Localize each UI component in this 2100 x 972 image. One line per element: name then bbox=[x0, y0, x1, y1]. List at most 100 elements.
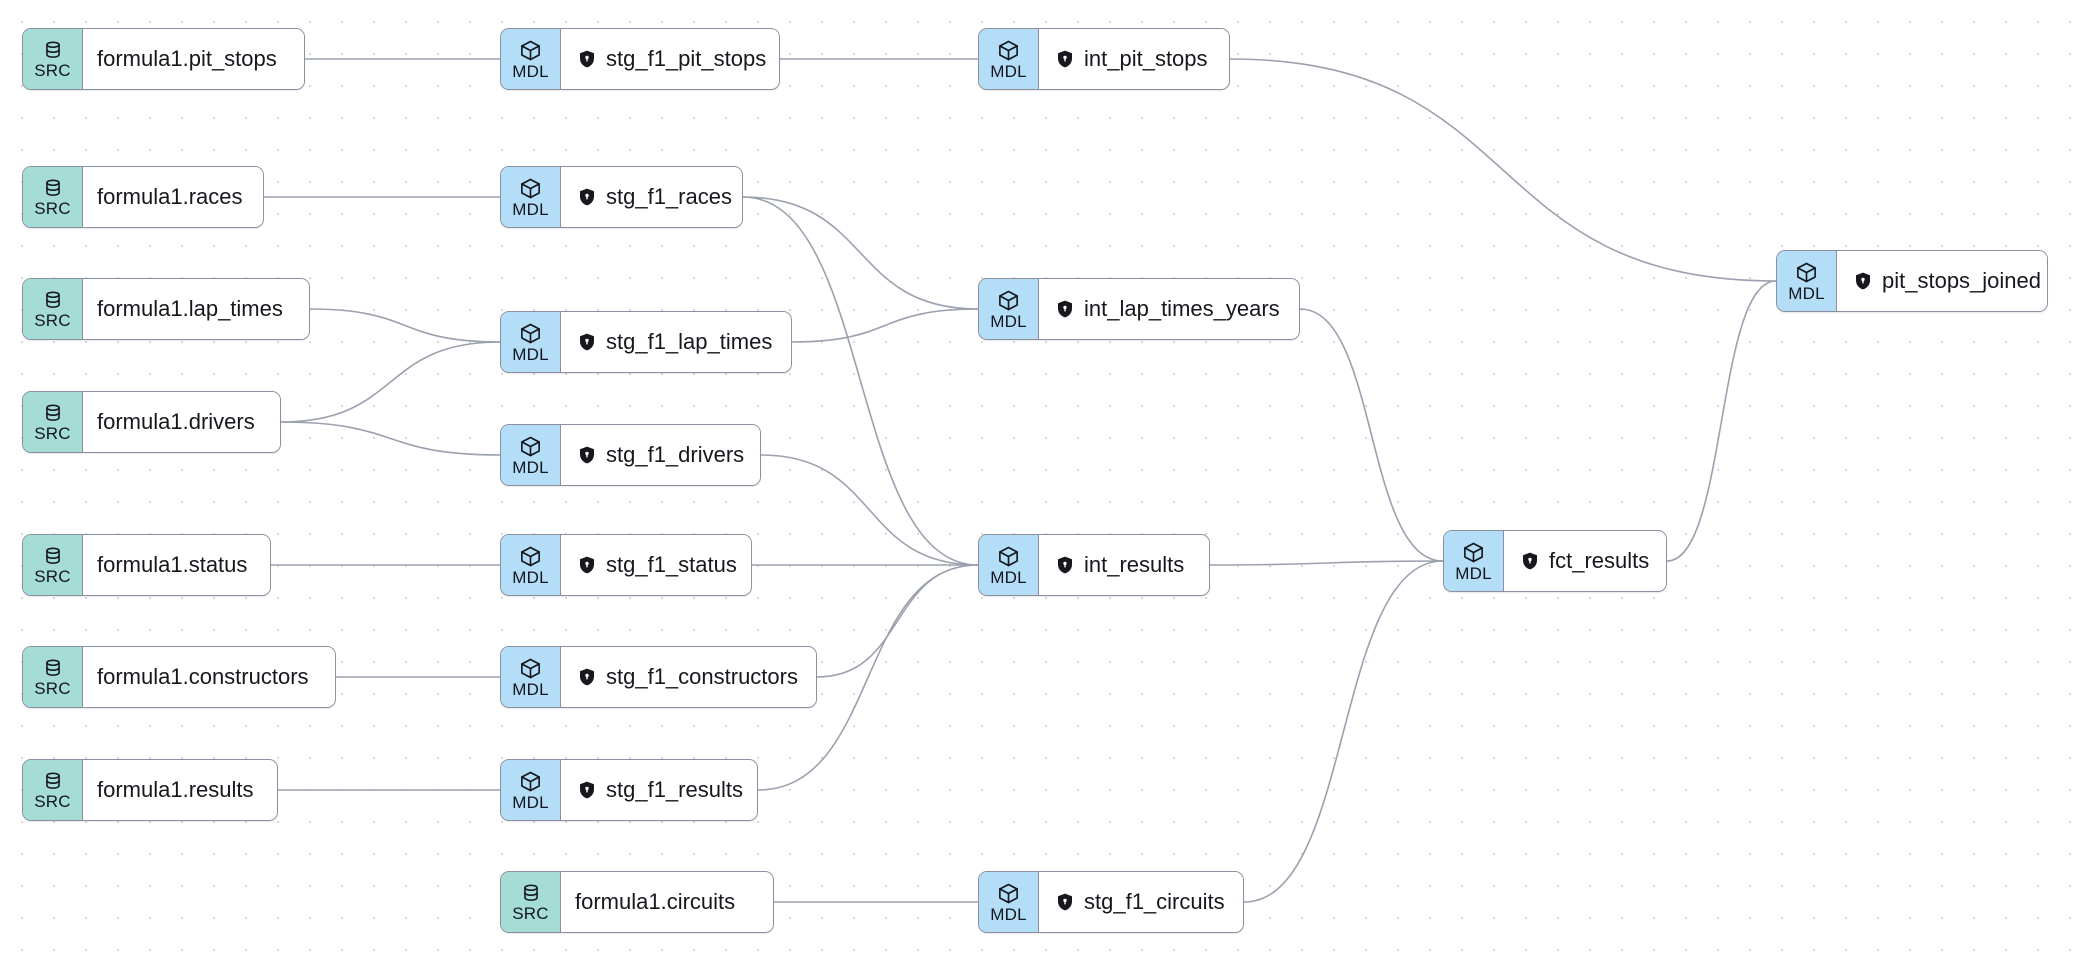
graph-node-src_pit_stops[interactable]: SRC formula1.pit_stops bbox=[22, 28, 305, 90]
badge-label: MDL bbox=[512, 567, 549, 587]
graph-node-src_results[interactable]: SRC formula1.results bbox=[22, 759, 278, 821]
graph-node-src_constructors[interactable]: SRC formula1.constructors bbox=[22, 646, 336, 708]
node-body: formula1.constructors bbox=[83, 647, 335, 707]
node-body: stg_f1_status bbox=[561, 535, 751, 595]
node-body: formula1.drivers bbox=[83, 392, 280, 452]
model-badge: MDL bbox=[501, 535, 561, 595]
shield-icon bbox=[1055, 555, 1075, 575]
edge-stg_circuits-to-fct_results bbox=[1243, 560, 1444, 903]
model-badge: MDL bbox=[501, 29, 561, 89]
badge-label: MDL bbox=[990, 567, 1027, 587]
badge-label: SRC bbox=[34, 61, 71, 80]
badge-label: MDL bbox=[990, 61, 1027, 81]
graph-node-src_drivers[interactable]: SRC formula1.drivers bbox=[22, 391, 281, 453]
graph-node-stg_status[interactable]: MDL stg_f1_status bbox=[500, 534, 752, 596]
graph-node-int_pit_stops[interactable]: MDL int_pit_stops bbox=[978, 28, 1230, 90]
edge-stg_lap_times-to-int_lap_times_years bbox=[791, 308, 979, 343]
cube-icon bbox=[997, 289, 1020, 312]
badge-label: SRC bbox=[34, 424, 71, 443]
graph-node-stg_circuits[interactable]: MDL stg_f1_circuits bbox=[978, 871, 1244, 933]
shield-icon bbox=[577, 667, 597, 687]
database-icon bbox=[42, 39, 64, 61]
shield-icon bbox=[577, 780, 597, 800]
node-body: formula1.races bbox=[83, 167, 263, 227]
node-label: formula1.constructors bbox=[97, 664, 309, 689]
graph-node-stg_drivers[interactable]: MDL stg_f1_drivers bbox=[500, 424, 761, 486]
database-icon bbox=[42, 545, 64, 567]
model-badge: MDL bbox=[501, 647, 561, 707]
source-badge: SRC bbox=[23, 392, 83, 452]
graph-node-int_results[interactable]: MDL int_results bbox=[978, 534, 1210, 596]
cube-icon bbox=[1795, 261, 1818, 284]
cube-icon bbox=[997, 545, 1020, 568]
node-label: int_results bbox=[1084, 552, 1185, 577]
source-badge: SRC bbox=[23, 29, 83, 89]
node-label: int_lap_times_years bbox=[1084, 296, 1280, 321]
badge-label: MDL bbox=[512, 199, 549, 219]
graph-node-stg_pit_stops[interactable]: MDL stg_f1_pit_stops bbox=[500, 28, 780, 90]
source-badge: SRC bbox=[23, 167, 83, 227]
shield-icon bbox=[577, 187, 597, 207]
model-badge: MDL bbox=[501, 167, 561, 227]
node-body: formula1.pit_stops bbox=[83, 29, 304, 89]
shield-icon bbox=[1853, 271, 1873, 291]
node-label: stg_f1_status bbox=[606, 552, 737, 577]
edge-stg_drivers-to-int_results bbox=[760, 454, 979, 566]
cube-icon bbox=[519, 177, 542, 200]
cube-icon bbox=[519, 435, 542, 458]
node-label: formula1.pit_stops bbox=[97, 46, 277, 71]
badge-label: MDL bbox=[512, 457, 549, 477]
model-badge: MDL bbox=[1444, 531, 1504, 591]
node-label: formula1.status bbox=[97, 552, 248, 577]
graph-node-stg_races[interactable]: MDL stg_f1_races bbox=[500, 166, 743, 228]
badge-label: SRC bbox=[34, 792, 71, 811]
node-body: stg_f1_drivers bbox=[561, 425, 760, 485]
node-label: stg_f1_drivers bbox=[606, 442, 745, 467]
badge-label: MDL bbox=[512, 61, 549, 81]
edge-int_pit_stops-to-pit_stops_joined bbox=[1229, 58, 1777, 282]
source-badge: SRC bbox=[23, 279, 83, 339]
badge-label: MDL bbox=[990, 311, 1027, 331]
model-badge: MDL bbox=[501, 312, 561, 372]
model-badge: MDL bbox=[501, 425, 561, 485]
node-body: fct_results bbox=[1504, 531, 1666, 591]
node-body: stg_f1_constructors bbox=[561, 647, 816, 707]
source-badge: SRC bbox=[23, 647, 83, 707]
node-label: stg_f1_races bbox=[606, 184, 732, 209]
edge-int_lap_times_years-to-fct_results bbox=[1299, 308, 1444, 562]
node-body: formula1.status bbox=[83, 535, 270, 595]
node-body: int_pit_stops bbox=[1039, 29, 1229, 89]
cube-icon bbox=[997, 39, 1020, 62]
node-body: stg_f1_lap_times bbox=[561, 312, 791, 372]
source-badge: SRC bbox=[501, 872, 561, 932]
node-body: formula1.circuits bbox=[561, 872, 773, 932]
node-label: pit_stops_joined bbox=[1882, 268, 2042, 293]
database-icon bbox=[42, 657, 64, 679]
graph-node-src_races[interactable]: SRC formula1.races bbox=[22, 166, 264, 228]
node-label: stg_f1_pit_stops bbox=[606, 46, 767, 71]
database-icon bbox=[42, 177, 64, 199]
node-body: stg_f1_circuits bbox=[1039, 872, 1243, 932]
graph-node-int_lap_times_years[interactable]: MDL int_lap_times_years bbox=[978, 278, 1300, 340]
badge-label: SRC bbox=[512, 904, 549, 923]
badge-label: MDL bbox=[990, 904, 1027, 924]
node-body: formula1.results bbox=[83, 760, 277, 820]
node-body: int_results bbox=[1039, 535, 1209, 595]
shield-icon bbox=[1055, 299, 1075, 319]
database-icon bbox=[42, 402, 64, 424]
graph-node-src_circuits[interactable]: SRC formula1.circuits bbox=[500, 871, 774, 933]
edge-stg_races-to-int_lap_times_years bbox=[742, 196, 979, 310]
badge-label: MDL bbox=[512, 792, 549, 812]
cube-icon bbox=[519, 322, 542, 345]
badge-label: SRC bbox=[34, 199, 71, 218]
graph-node-stg_results[interactable]: MDL stg_f1_results bbox=[500, 759, 758, 821]
node-body: stg_f1_results bbox=[561, 760, 757, 820]
